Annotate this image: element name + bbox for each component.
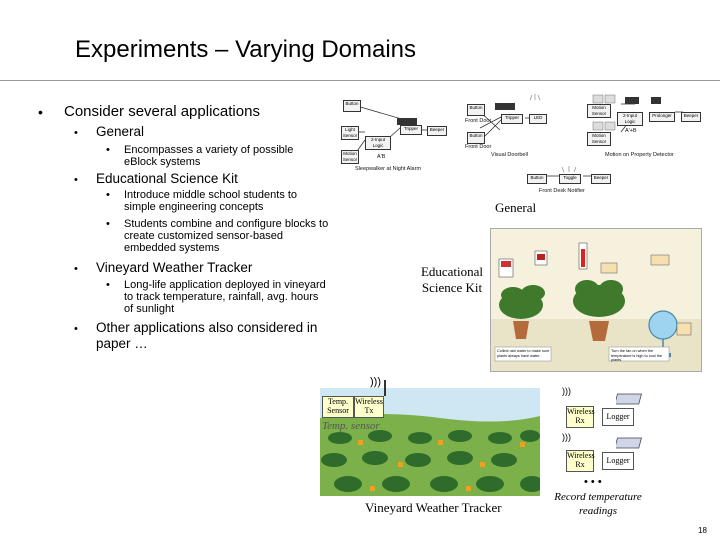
slide-title: Experiments – Varying Domains [75,36,417,63]
record-caption: Record temperature readings [554,491,642,517]
motion-sensor-block: Motion Sensor [587,104,611,118]
front-desk-caption: Front Desk Notifier [539,188,585,194]
edu-kit-illustration: Collect rain water to make sure plants a… [490,228,702,372]
logger-block: Logger [602,452,634,470]
button-block: Button [467,104,485,116]
edu-note-right: Turn the fan on when the temperature is … [611,349,663,362]
more-ellipsis: • • • [584,476,602,488]
vineyard-caption: Vineyard Weather Tracker [365,500,502,515]
wireless-rx-block: Wireless Rx [566,406,595,428]
toggle-block: Toggle [559,174,581,184]
bullet-edu: Educational Science Kit [96,171,238,186]
bullet-edu-sub2: Students combine and configure blocks to… [124,218,329,254]
button-block: Button [343,100,361,112]
wireless-signal-icon: ))) [562,386,571,396]
motion-caption: Motion on Property Detector [605,152,674,158]
bullet-edu-sub1: Introduce middle school students to simp… [124,189,298,213]
tripper-block: Tripper [400,125,422,135]
logic-block: 2-Input Logic [617,112,643,126]
edu-kit-drawing [491,229,701,371]
bullet-vineyard-sub: Long-life application deployed in vineya… [124,279,326,315]
logic-block: 2-Input Logic [365,136,391,150]
bullet-other: Other applications also considered in pa… [96,320,318,351]
bullet-dot: • [106,144,110,156]
edu-note-left: Collect rain water to make sure plants a… [497,349,550,358]
front-door-caption: Front Door [465,118,492,124]
wireless-tx-block: Wireless Tx [354,396,384,418]
logger-device-icon [616,393,642,405]
bullet-dot: • [74,127,78,139]
light-sensor-block: Light Sensor [341,126,359,140]
bullet-dot: • [74,174,78,186]
logic-a-not-b-label: A'+B [625,128,637,134]
bullet-main: Consider several applications [64,103,260,120]
beeper-block: Beeper [681,112,701,122]
bullet-general-sub: Encompasses a variety of possible eBlock… [124,144,294,168]
bullet-dot: • [106,279,110,291]
logger-device-icon [616,437,642,449]
general-diagram: Button Light Sensor 2-Input Logic Motion… [335,92,705,202]
button-block: Button [467,132,485,144]
temp-sensor-caption: Temp. sensor [322,420,380,432]
bullet-dot: • [74,263,78,275]
bullet-dot: • [74,323,78,335]
motion-sensor-block: Motion Sensor [341,150,359,164]
wireless-signal-icon: ))) [562,432,571,442]
logic-ab-label: A'B [377,154,386,160]
button-block: Button [527,174,547,184]
bullet-dot: • [106,218,110,230]
wireless-signal-icon: ))) [370,376,381,388]
sleepwalker-caption: Sleepwalker at Night Alarm [355,166,422,172]
wireless-antenna-icon [384,380,386,396]
temp-sensor-block: Temp. Sensor [322,396,354,418]
led-block: LED [529,114,547,124]
bullet-general: General [96,124,145,139]
prolonger-block: Prolonger [649,112,675,122]
edu-kit-caption: Educational Science Kit [420,264,484,295]
page-number: 18 [698,526,707,535]
motion-sensor-block: Motion Sensor [587,132,611,146]
beeper-block: Beeper [591,174,611,184]
wireless-rx-block: Wireless Rx [566,450,595,472]
beeper-block: Beeper [427,126,447,136]
bullet-vineyard: Vineyard Weather Tracker [96,260,253,275]
general-caption: General [495,200,537,215]
front-door-caption: Front Door [465,144,492,150]
doorbell-caption: Visual Doorbell [491,152,528,158]
bullet-dot: • [106,189,110,201]
logger-block: Logger [602,408,634,426]
tripper-block: Tripper [501,114,523,124]
bullet-dot: • [38,104,43,120]
title-divider [0,80,720,81]
